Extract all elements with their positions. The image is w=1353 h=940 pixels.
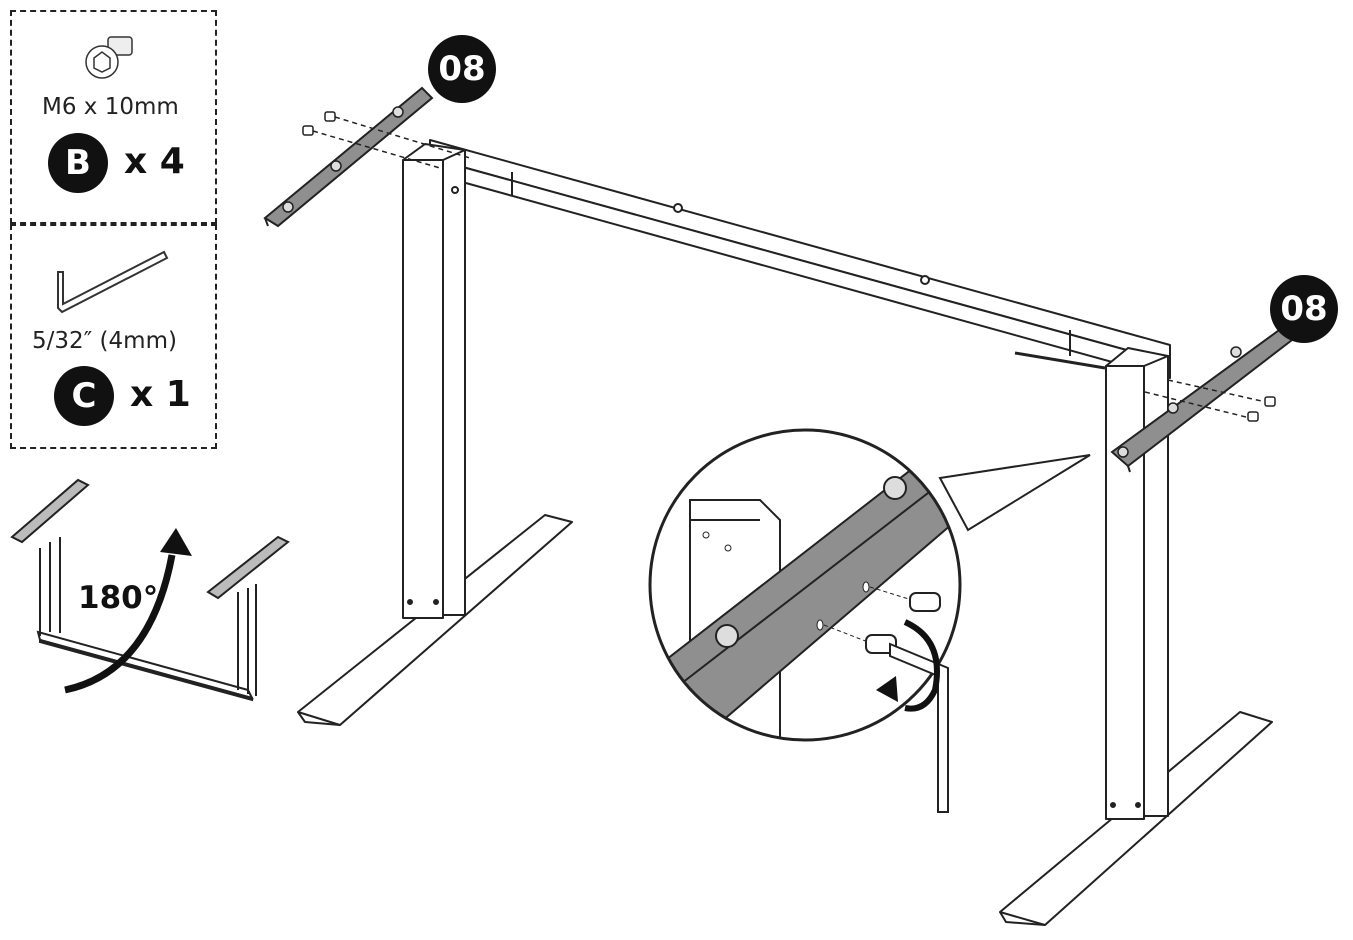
hex-key-in-use: [889, 642, 949, 813]
rotation-angle-label: 180°: [78, 580, 159, 616]
crossbar-front: [429, 157, 1171, 379]
zoom-callout: [648, 428, 1091, 813]
part-c-badge: C: [54, 366, 114, 426]
part-b-spec: M6 x 10mm: [42, 94, 179, 120]
screws: [302, 111, 1276, 422]
crossbar-top: [429, 139, 1171, 363]
hex-key-icon: [57, 250, 169, 314]
part-b-badge: B: [48, 133, 108, 193]
part-c-quantity: x 1: [130, 374, 191, 415]
screw-guides: [312, 116, 1267, 419]
flipped-frame-inset: [10, 478, 290, 702]
rotate-arrow-icon: [64, 528, 192, 694]
desk-frame: [297, 139, 1273, 926]
step-badge-left: 08: [428, 35, 496, 103]
left-leg-inner: [402, 159, 444, 619]
bolt-icon: [85, 36, 133, 79]
part-c-spec: 5/32″ (4mm): [32, 328, 177, 354]
part-b-quantity: x 4: [124, 141, 185, 182]
left-bracket: [263, 86, 434, 228]
left-leg-outer: [442, 149, 466, 616]
part-box-b: [10, 10, 217, 224]
step-badge-right: 08: [1270, 275, 1338, 343]
part-box-c: [10, 224, 217, 449]
